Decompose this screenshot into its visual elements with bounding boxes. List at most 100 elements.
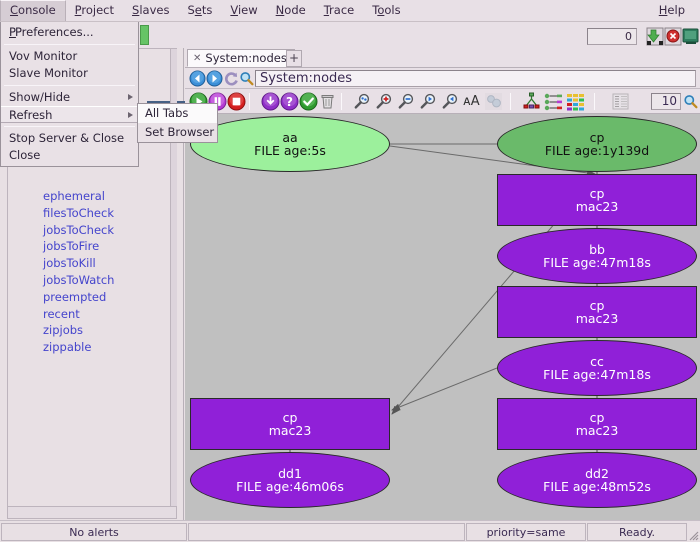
alert-fetch-button[interactable] [646,27,664,46]
address-input[interactable]: System:nodes [255,70,696,87]
submenu-item-all-tabs[interactable]: All Tabs [138,104,217,123]
zoom-in-icon[interactable] [375,93,394,113]
list-item[interactable]: jobsToFire [43,239,100,254]
search-icon[interactable] [683,94,698,112]
menu-slaves[interactable]: Slaves [132,3,170,17]
depth-input[interactable]: 10 [651,93,681,110]
graph-node-cp-mac4[interactable]: cp mac23 [190,398,390,450]
graph-node-cp-mac2[interactable]: cp mac23 [497,286,697,338]
menu-separator [4,44,135,45]
list-item[interactable]: zipjobs [43,323,84,338]
stop-icon[interactable] [227,92,246,114]
tab-system-nodes[interactable]: ✕ System:nodes [187,49,295,67]
chevron-right-icon [128,112,133,118]
list-icon[interactable] [612,93,629,113]
grid-layout-icon[interactable] [566,92,585,114]
list-item[interactable]: filesToCheck [43,205,114,220]
menu-item-vov-monitor[interactable]: Vov Monitor [1,48,138,65]
menu-sets[interactable]: Sets [187,3,213,17]
search-icon[interactable] [239,71,254,89]
graph-node-dd1[interactable]: dd1 FILE age:46m06s [190,452,390,508]
node-label-line1: cp [282,409,298,425]
menu-view[interactable]: View [230,3,258,17]
menu-item-label: Close [9,148,41,162]
submenu-item-set-browser[interactable]: Set Browser [138,123,217,142]
graph-node-cp-mac3[interactable]: cp mac23 [497,398,697,450]
left-panel-scrollbar[interactable] [170,49,177,519]
download-icon[interactable] [261,92,280,114]
menu-trace[interactable]: Trace [323,3,355,17]
zoom-fit-icon[interactable] [353,93,372,113]
submenu-item-label: Set Browser [145,125,215,139]
graph-node-cp-mac1[interactable]: cp mac23 [497,174,697,226]
list-item[interactable]: jobsToCheck [43,222,115,237]
list-item[interactable]: recent [43,306,80,321]
graph-canvas[interactable]: aa FILE age:5s cp FILE age:1y139d cp mac… [185,114,700,520]
menu-help[interactable]: Help [658,3,685,17]
graph-node-cc[interactable]: cc FILE age:47m18s [497,340,697,396]
node-label-line2: mac23 [575,311,619,326]
help-icon[interactable]: ? [280,92,299,114]
list-item[interactable]: ephemeral [43,189,105,203]
menu-bar: Console Project Slaves Sets View Node Tr… [0,0,700,22]
main-toolbar: ? [185,89,700,114]
menu-item-label: Refresh [9,108,53,122]
zoom-next-icon[interactable] [419,93,438,113]
console-dropdown-menu: PPreferences... Vov Monitor Slave Monito… [0,22,139,167]
status-indicator-bar [140,25,149,45]
graph-node-cp-top[interactable]: cp FILE age:1y139d [497,116,697,172]
zoom-out-icon[interactable] [397,93,416,113]
menu-item-label: Show/Hide [9,90,71,104]
close-icon[interactable]: ✕ [193,52,202,64]
node-label-line2: FILE age:5s [254,143,326,158]
alert-monitor-button[interactable] [682,27,700,46]
bubbles-icon [485,93,502,113]
node-label-line1: aa [282,129,298,145]
menu-item-show-hide[interactable]: Show/Hide [1,89,138,106]
zoom-prev-icon[interactable] [441,93,460,113]
list-item[interactable]: preempted [43,289,107,304]
toolbar-separator [510,93,511,110]
graph-node-bb[interactable]: bb FILE age:47m18s [497,228,697,284]
node-label-line2: mac23 [268,423,312,438]
check-icon[interactable] [299,92,318,114]
node-label-line1: cp [589,409,605,425]
menu-separator [4,85,135,86]
forward-icon[interactable] [206,70,223,90]
menu-item-refresh[interactable]: Refresh [1,106,138,123]
menu-item-close[interactable]: Close [1,147,138,164]
new-tab-button[interactable]: + [286,50,302,67]
submenu-item-label: All Tabs [145,106,189,120]
menu-tools[interactable]: Tools [372,3,401,17]
list-item[interactable]: zippable [43,340,92,355]
graph-node-aa[interactable]: aa FILE age:5s [190,116,390,172]
menu-item-slave-monitor[interactable]: Slave Monitor [1,65,138,82]
tree-layout-icon[interactable] [544,92,563,114]
menu-console[interactable]: Console [0,0,66,21]
menu-node[interactable]: Node [275,3,306,17]
menu-item-preferences[interactable]: PPreferences... [9,25,94,39]
back-icon[interactable] [189,70,206,90]
font-size-icon[interactable]: ᴀA [463,94,480,109]
list-item[interactable]: jobsToWatch [43,272,115,287]
menu-separator [4,126,135,127]
menu-item-stop-server-close[interactable]: Stop Server & Close [1,130,138,147]
status-alerts[interactable]: No alerts [1,523,187,541]
reload-icon[interactable] [223,70,240,90]
resize-grip[interactable] [686,528,699,541]
graph-layout-icon[interactable] [522,92,541,114]
alert-count-field[interactable]: 0 [587,28,637,45]
node-label-line1: cp [589,297,605,313]
left-panel-hscrollbar[interactable] [7,506,177,519]
list-item[interactable]: jobsToKill [43,256,96,271]
node-label-line2: FILE age:1y139d [544,143,650,158]
node-label-line1: cp [589,129,605,145]
menu-project[interactable]: Project [74,3,115,17]
graph-node-dd2[interactable]: dd2 FILE age:48m52s [497,452,697,508]
node-label-line1: dd1 [278,465,302,481]
trash-icon[interactable] [319,93,336,113]
alert-clear-button[interactable] [664,27,682,46]
node-label-line2: mac23 [575,423,619,438]
node-label-line2: FILE age:47m18s [543,367,651,382]
